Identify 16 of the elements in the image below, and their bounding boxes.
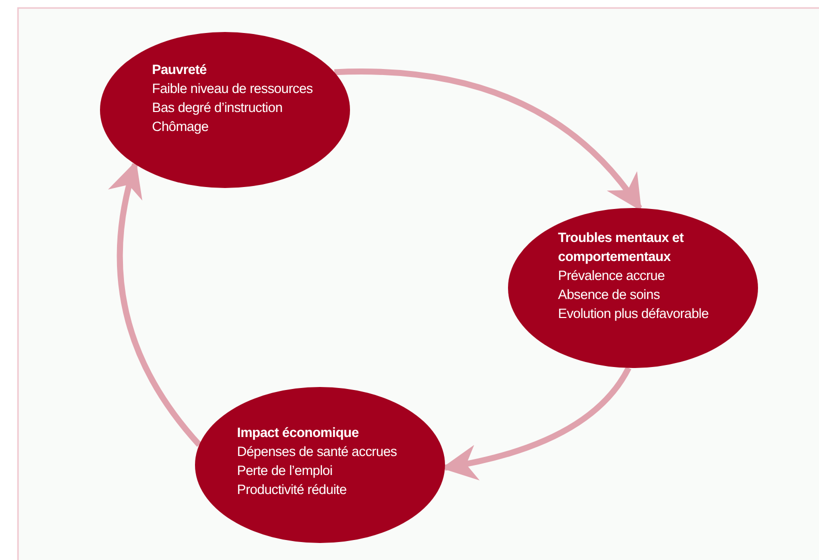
node-text: Chômage: [152, 118, 208, 136]
ellipse-node: [100, 32, 350, 188]
node-text: Faible niveau de ressources: [152, 80, 313, 98]
node-text: Absence de soins: [558, 286, 660, 304]
node-text: Evolution plus défavorable: [558, 305, 709, 323]
node-text: Dépenses de santé accrues: [237, 443, 397, 461]
node-text: Bas degré d’instruction: [152, 99, 282, 117]
node-text: Prévalence accrue: [558, 267, 665, 285]
node-heading: Troubles mentaux et comportementaux: [558, 229, 685, 266]
node-heading: Impact économique: [237, 424, 360, 442]
ellipse-node: [195, 387, 445, 543]
cycle-arrow: [109, 160, 202, 447]
ellipse-node: [508, 208, 758, 368]
node-text: Productivité réduite: [237, 481, 347, 499]
node-heading: Pauvreté: [152, 61, 208, 79]
node-text: Perte de l’emploi: [237, 462, 332, 480]
